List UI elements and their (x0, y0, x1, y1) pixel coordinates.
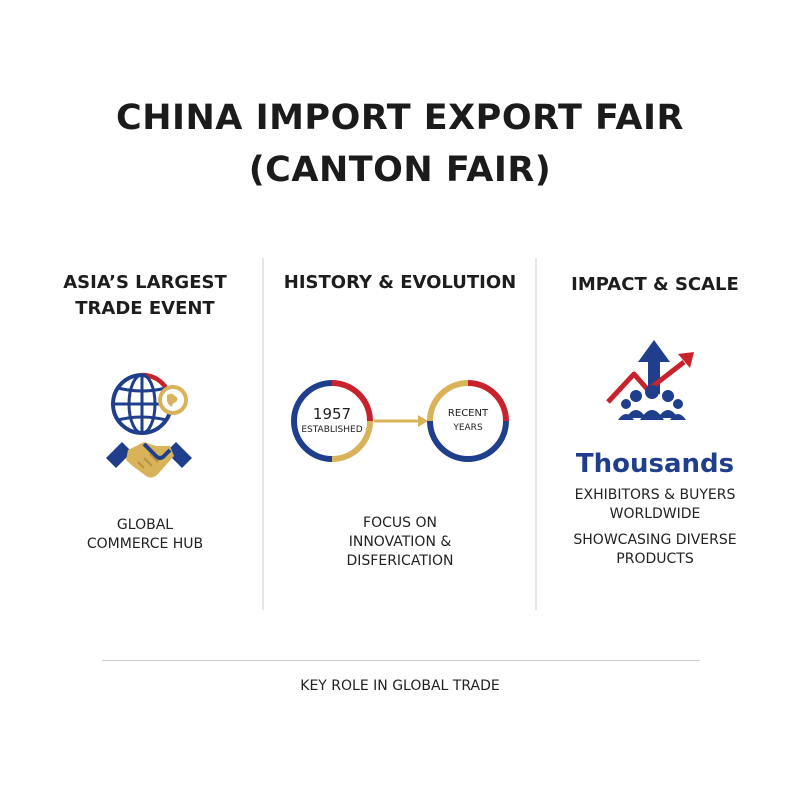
page-title: CHINA IMPORT EXPORT FAIR (CANTON FAIR) (0, 92, 800, 196)
column-3-text-line-1: EXHIBITORS & BUYERS (574, 487, 736, 503)
column-1-heading-line-1: ASIA’S LARGEST (63, 272, 227, 293)
start-caption: ESTABLISHED (301, 425, 363, 435)
column-3-text-a: EXHIBITORS & BUYERS WORLDWIDE (540, 486, 770, 524)
column-1-text: GLOBAL COMMERCE HUB (30, 516, 260, 554)
timeline-arrow-icon (374, 415, 428, 427)
title-line-1: CHINA IMPORT EXPORT FAIR (116, 98, 684, 138)
column-2-heading-line-1: HISTORY & EVOLUTION (283, 272, 517, 293)
column-3-heading: IMPACT & SCALE (540, 272, 770, 298)
column-1-text-line-1: GLOBAL (116, 517, 174, 533)
column-2-text-line-2: INNOVATION & (348, 534, 452, 550)
impact-highlight: Thousands (575, 449, 735, 479)
column-3-text-line-3: SHOWCASING DIVERSE (573, 532, 737, 548)
column-2-text-line-1: FOCUS ON (363, 515, 437, 531)
column-1-heading-line-2: TRADE EVENT (75, 298, 215, 319)
column-3-heading-line-1: IMPACT & SCALE (571, 274, 739, 295)
people-group-icon (618, 385, 686, 420)
column-2-text: FOCUS ON INNOVATION & DISFERICATION (266, 514, 534, 571)
column-1-heading: ASIA’S LARGEST TRADE EVENT (30, 270, 260, 322)
start-year-circle (291, 380, 373, 462)
handshake-icon (106, 442, 192, 478)
footer-caption: KEY ROLE IN GLOBAL TRADE (300, 678, 500, 694)
column-divider-right (535, 258, 537, 610)
end-caption-line-1: RECENT (447, 408, 489, 419)
footer-divider (102, 660, 700, 661)
globe-handshake-icon-group (106, 372, 192, 478)
end-caption-line-2: YEARS (453, 423, 483, 433)
column-1-text-line-2: COMMERCE HUB (86, 536, 204, 552)
column-3-text-line-2: WORLDWIDE (609, 506, 701, 522)
column-2-text-line-3: DISFERICATION (346, 553, 454, 569)
column-2-heading: HISTORY & EVOLUTION (266, 270, 534, 296)
column-3-text-b: SHOWCASING DIVERSE PRODUCTS (540, 531, 770, 569)
timeline-diagram (291, 380, 509, 462)
globe-icon (111, 372, 188, 435)
column-divider-left (262, 258, 264, 610)
start-year: 1957 (312, 405, 352, 423)
growth-people-icon-group (606, 340, 694, 420)
title-line-2: (CANTON FAIR) (248, 150, 552, 190)
column-3-text-line-4: PRODUCTS (616, 551, 694, 567)
end-year-circle (427, 380, 509, 462)
